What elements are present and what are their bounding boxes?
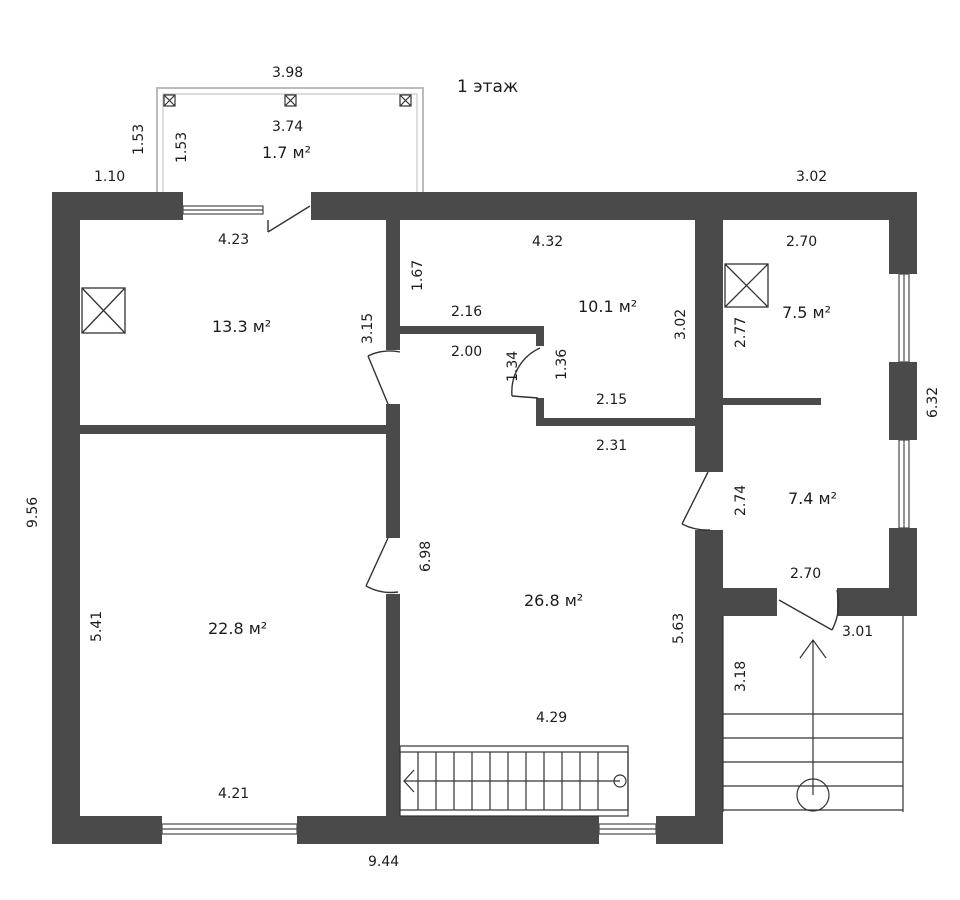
- doors: [267, 205, 840, 631]
- dim-room-e-width: 2.70: [790, 566, 821, 582]
- door-porch[interactable]: [778, 589, 840, 631]
- dim-hall-right-height: 5.63: [671, 613, 687, 644]
- dim-room-sw-width: 4.21: [218, 786, 249, 802]
- room-area-ne: 7.5 м²: [782, 303, 831, 322]
- porch-stairs: [722, 616, 904, 812]
- wall-east-a: [889, 192, 917, 274]
- room-area-balcony: 1.7 м²: [262, 143, 311, 162]
- dim-total-height: 9.56: [25, 497, 41, 528]
- dim-room-n-mid-height: 3.02: [673, 309, 689, 340]
- wall-top-right: [311, 192, 917, 220]
- wall-int-v1: [386, 220, 400, 350]
- dim-room-nw-width: 4.23: [218, 232, 249, 248]
- vent-shaft-icon: [724, 263, 769, 308]
- wall-int-closet-a: [536, 326, 544, 346]
- wall-south-e-right: [837, 588, 917, 616]
- dim-room-sw-height: 5.41: [89, 611, 105, 642]
- wall-inner-east-top: [695, 192, 723, 472]
- dim-hall-width: 4.29: [536, 710, 567, 726]
- wall-int-h2: [400, 326, 544, 334]
- door-room-sw[interactable]: [365, 537, 399, 594]
- floor-label: 1 этаж: [457, 77, 518, 97]
- wall-int-v2: [386, 404, 400, 538]
- dim-partition-bottom: 2.00: [451, 344, 482, 360]
- dim-closet-left: 1.34: [505, 351, 521, 382]
- dim-east-total: 6.32: [925, 387, 941, 418]
- interior-stairs: [399, 745, 629, 817]
- dim-top-right-segment: 3.02: [796, 169, 827, 185]
- dim-balcony-inner-depth: 1.53: [174, 132, 190, 163]
- window-bottom-right: [598, 823, 657, 835]
- dim-room-ne-height: 2.77: [733, 317, 749, 348]
- dim-porch-width: 3.01: [842, 624, 873, 640]
- vent-shaft-icon: [81, 287, 126, 334]
- dim-balcony-outer-width: 3.98: [272, 65, 303, 81]
- dim-porch-depth: 3.18: [733, 661, 749, 692]
- room-area-nw: 13.3 м²: [212, 317, 271, 336]
- door-balcony[interactable]: [267, 205, 311, 233]
- wall-int-closet-b: [536, 398, 544, 426]
- window-east-b: [898, 439, 910, 529]
- wall-int-v3: [386, 594, 400, 816]
- walls: [52, 192, 917, 844]
- balcony: [156, 87, 424, 192]
- dim-room-nw-height: 3.15: [360, 313, 376, 344]
- dim-closet-right: 1.36: [554, 349, 570, 380]
- dim-balcony-outer-depth: 1.53: [131, 124, 147, 155]
- dim-hall-left-height: 6.98: [418, 541, 434, 572]
- dim-room-n-mid-left-height: 1.67: [410, 260, 426, 291]
- door-closet[interactable]: [511, 347, 541, 399]
- dim-closet-bottom: 2.15: [596, 392, 627, 408]
- wall-bottom-left: [52, 816, 162, 844]
- room-area-e: 7.4 м²: [788, 489, 837, 508]
- wall-left: [52, 192, 80, 844]
- dim-balcony-inner-width: 3.74: [272, 119, 303, 135]
- windows: [161, 205, 910, 835]
- column-icon: [163, 94, 412, 107]
- dim-total-width: 9.44: [368, 854, 399, 870]
- wall-int-h1: [80, 425, 386, 434]
- window-bottom-left: [161, 823, 298, 835]
- dim-room-n-mid-width: 4.32: [532, 234, 563, 250]
- door-room-nw[interactable]: [367, 350, 401, 405]
- window-east-a: [898, 273, 910, 363]
- window-top: [182, 205, 264, 215]
- wall-east-b: [889, 362, 917, 440]
- dim-room-e-height: 2.74: [733, 485, 749, 516]
- room-area-n-mid: 10.1 м²: [578, 297, 637, 316]
- wall-inner-east-bottom: [695, 530, 723, 844]
- wall-int-h4: [723, 398, 821, 405]
- wall-south-e-left: [695, 588, 777, 616]
- dim-partition-top: 2.16: [451, 304, 482, 320]
- wall-bottom-mid: [297, 816, 599, 844]
- wall-int-h3: [536, 418, 695, 426]
- dim-hall-top: 2.31: [596, 438, 627, 454]
- room-area-hall: 26.8 м²: [524, 591, 583, 610]
- dim-top-left-segment: 1.10: [94, 169, 125, 185]
- room-area-sw: 22.8 м²: [208, 619, 267, 638]
- dim-room-ne-width: 2.70: [786, 234, 817, 250]
- door-room-e[interactable]: [681, 471, 711, 531]
